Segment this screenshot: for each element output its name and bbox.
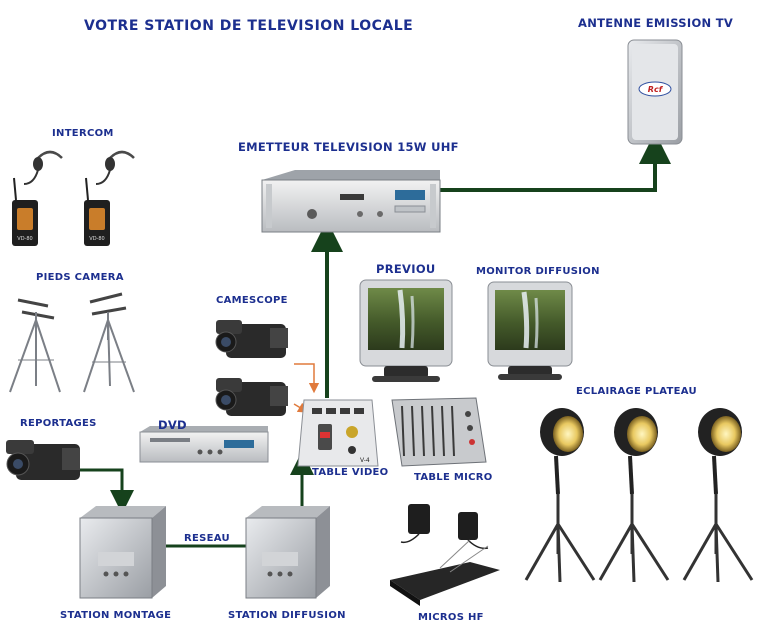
light-icon	[524, 408, 596, 583]
camcorder-icon	[6, 440, 80, 480]
switcher-model-text: V-4	[360, 457, 370, 464]
label-reports: REPORTAGES	[20, 418, 97, 429]
audio-mixer	[391, 397, 487, 467]
svg-text:VD-80: VD-80	[17, 236, 32, 242]
label-transmitter: EMETTEUR TELEVISION 15W UHF	[238, 140, 459, 154]
broadcast-monitor	[487, 281, 573, 380]
light-icon	[682, 408, 754, 583]
transmitter-rack	[261, 170, 441, 233]
video-switcher: V-4	[297, 399, 379, 467]
studio-lights	[524, 408, 754, 583]
tripod-icon	[83, 292, 135, 393]
camcorders	[6, 320, 288, 480]
label-mic-table: TABLE MICRO	[414, 472, 493, 483]
svg-text:VD-80: VD-80	[89, 236, 104, 242]
label-monitor: MONITOR DIFFUSION	[476, 266, 600, 277]
label-intercom: INTERCOM	[52, 128, 114, 139]
label-preview: PREVIOU	[376, 262, 436, 276]
light-icon	[598, 408, 670, 583]
label-video-table: TABLE VIDEO	[312, 467, 389, 478]
label-network: RESEAU	[184, 533, 230, 544]
camcorder-icon	[215, 320, 288, 358]
intercom-set: VD-80 VD-80	[12, 150, 135, 246]
editing-station-pc	[79, 506, 166, 599]
antenna-panel: Rcf	[627, 39, 683, 145]
wireless-mics	[390, 504, 500, 606]
label-wireless-mics: MICROS HF	[418, 612, 484, 623]
connector-reports-editing	[75, 468, 134, 514]
preview-monitor	[359, 279, 453, 382]
headset-icon: VD-80	[84, 150, 135, 246]
label-editing-station: STATION MONTAGE	[60, 610, 172, 621]
connector-camcorder-switcher	[294, 363, 320, 394]
label-lighting: ECLAIRAGE PLATEAU	[576, 386, 697, 397]
page-title: VOTRE STATION DE TELEVISION LOCALE	[84, 18, 414, 34]
label-dvd: DVD	[158, 418, 187, 432]
label-antenna: ANTENNE EMISSION TV	[578, 16, 734, 30]
antenna-logo-text: Rcf	[648, 85, 664, 94]
tripod-icon	[9, 298, 61, 393]
connector-camcorder2-switcher	[293, 402, 309, 413]
camcorder-icon	[215, 378, 288, 416]
connector-lines	[75, 132, 671, 548]
label-broadcast-station: STATION DIFFUSION	[228, 610, 346, 621]
connector-transmitter-antenna	[440, 132, 671, 192]
label-camcorder: CAMESCOPE	[216, 295, 288, 306]
tripods	[9, 292, 135, 393]
dvd-player	[139, 426, 269, 463]
broadcast-station-pc	[245, 506, 330, 599]
label-tripods: PIEDS CAMERA	[36, 272, 124, 283]
headset-icon: VD-80	[12, 150, 63, 246]
